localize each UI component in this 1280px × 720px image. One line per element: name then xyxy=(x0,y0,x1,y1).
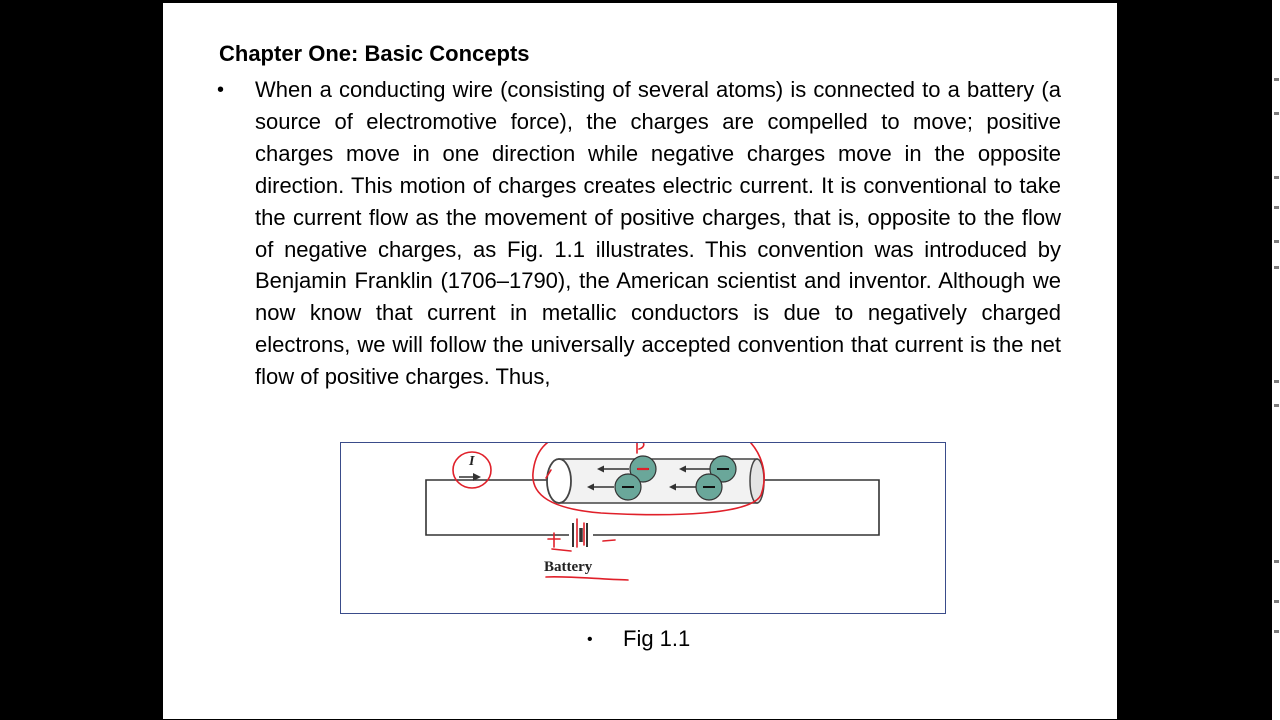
slide: Chapter One: Basic Concepts • When a con… xyxy=(163,3,1117,719)
electron-icon xyxy=(669,473,723,501)
slide-title: Chapter One: Basic Concepts xyxy=(219,41,530,66)
bullet-paragraph: When a conducting wire (consisting of se… xyxy=(255,77,1061,390)
figure-caption: Fig 1.1 xyxy=(623,626,691,651)
battery-icon xyxy=(572,523,588,547)
conductor-cylinder xyxy=(546,458,765,504)
right-edge-strip xyxy=(1272,0,1280,720)
current-label: I xyxy=(469,454,475,469)
circuit-wire xyxy=(425,479,880,536)
bullet-icon: • xyxy=(217,79,225,101)
figure-1-1: I Battery xyxy=(340,442,946,614)
circuit-diagram xyxy=(425,443,880,581)
battery-label: Battery xyxy=(544,559,593,575)
current-arrow-icon xyxy=(459,473,481,481)
electron-icon xyxy=(679,455,737,483)
annotation-ink xyxy=(452,443,765,581)
caption-bullet-icon: • xyxy=(587,631,593,648)
electron-icon xyxy=(587,473,642,501)
